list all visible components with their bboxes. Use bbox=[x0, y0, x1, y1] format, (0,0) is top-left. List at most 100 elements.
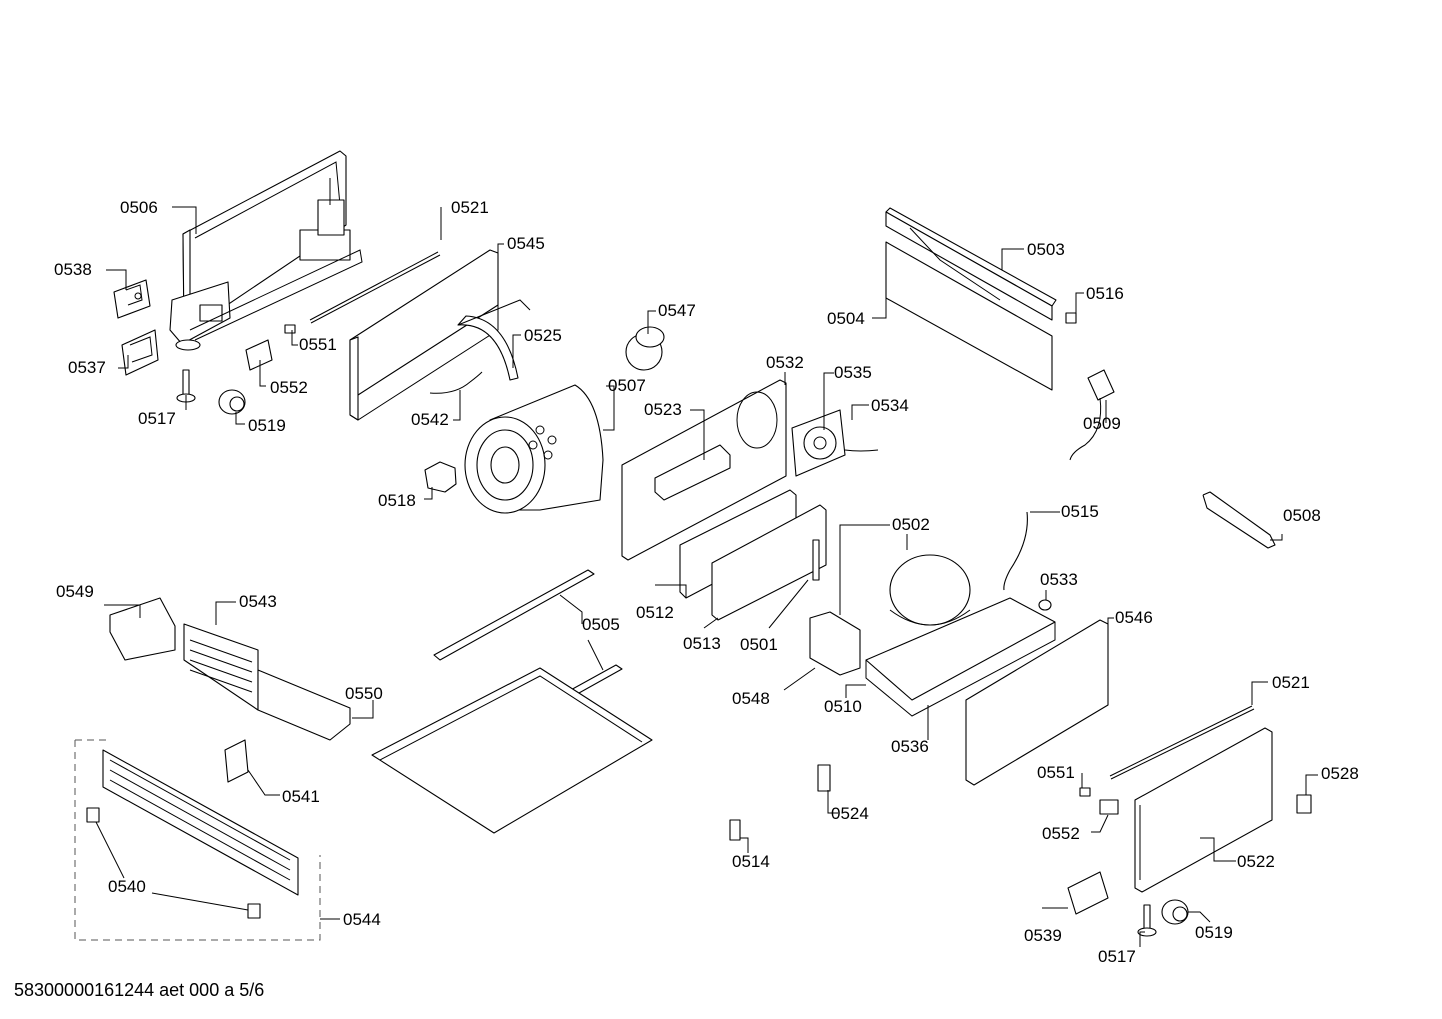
part-0547-cylinder bbox=[625, 326, 665, 371]
label-0540: 0540 bbox=[108, 877, 146, 896]
label-0552-top: 0552 bbox=[270, 378, 308, 397]
label-0535: 0535 bbox=[834, 363, 872, 382]
part-0542-wire bbox=[429, 371, 483, 394]
label-0516: 0516 bbox=[1086, 284, 1124, 303]
label-0513: 0513 bbox=[683, 634, 721, 653]
part-0552-clip-left bbox=[245, 339, 273, 371]
part-0516-cap bbox=[1065, 312, 1077, 324]
part-0521-rod-top bbox=[309, 251, 441, 324]
label-0508: 0508 bbox=[1283, 506, 1321, 525]
part-0519-roller-right bbox=[1161, 899, 1189, 925]
part-0502-compressor bbox=[889, 554, 971, 626]
part-0544-front-grille bbox=[74, 739, 321, 941]
label-0549: 0549 bbox=[56, 582, 94, 601]
label-0509: 0509 bbox=[1083, 414, 1121, 433]
label-0548: 0548 bbox=[732, 689, 770, 708]
part-0528-clip bbox=[1296, 794, 1312, 814]
part-0521-rod-bottom bbox=[1109, 705, 1255, 780]
label-0537: 0537 bbox=[68, 358, 106, 377]
label-0536: 0536 bbox=[891, 737, 929, 756]
part-bottom-tray bbox=[371, 667, 653, 834]
label-0524: 0524 bbox=[831, 804, 869, 823]
part-0523-relay bbox=[654, 444, 731, 501]
part-0551-connector-left bbox=[284, 324, 296, 334]
label-0525: 0525 bbox=[524, 326, 562, 345]
part-0550-rail bbox=[257, 669, 351, 741]
part-0504-lower-panel bbox=[885, 241, 1053, 391]
label-0522: 0522 bbox=[1237, 852, 1275, 871]
part-0543-grille bbox=[183, 623, 259, 711]
part-0522-frame bbox=[1134, 727, 1273, 893]
part-0525-duct bbox=[457, 299, 531, 381]
part-0519-roller-left bbox=[218, 389, 246, 415]
document-id: 58300000161244 aet 000 a 5/6 bbox=[14, 980, 265, 1000]
label-0518: 0518 bbox=[378, 491, 416, 510]
label-0542: 0542 bbox=[411, 410, 449, 429]
label-0506: 0506 bbox=[120, 198, 158, 217]
label-0510: 0510 bbox=[824, 697, 862, 716]
part-0536-base-plate bbox=[865, 597, 1056, 717]
part-0509-power-cord bbox=[1069, 369, 1115, 461]
label-0504: 0504 bbox=[827, 309, 865, 328]
label-0544: 0544 bbox=[343, 910, 381, 929]
label-0533: 0533 bbox=[1040, 570, 1078, 589]
label-0501: 0501 bbox=[740, 635, 778, 654]
part-0545-panel bbox=[349, 249, 499, 421]
label-0543: 0543 bbox=[239, 592, 277, 611]
part-0535-fan bbox=[791, 409, 846, 477]
label-0538: 0538 bbox=[54, 260, 92, 279]
part-0518-gasket bbox=[424, 461, 457, 493]
part-0506-frame bbox=[169, 150, 363, 351]
part-0501-sensor bbox=[812, 539, 820, 581]
label-0534: 0534 bbox=[871, 396, 909, 415]
label-0550: 0550 bbox=[345, 684, 383, 703]
part-0538-bracket bbox=[113, 279, 151, 319]
part-0534-cable bbox=[844, 449, 879, 452]
part-0514-spring bbox=[729, 819, 741, 841]
label-0502: 0502 bbox=[892, 515, 930, 534]
label-0503: 0503 bbox=[1027, 240, 1065, 259]
part-0540-pad-b bbox=[247, 903, 261, 919]
part-0548-box bbox=[809, 611, 861, 676]
label-0532: 0532 bbox=[766, 353, 804, 372]
part-labels: 0506 0521 0545 0538 0537 0551 0552 0517 … bbox=[54, 198, 1359, 966]
label-0551-bottom: 0551 bbox=[1037, 763, 1075, 782]
part-0546-panel bbox=[965, 619, 1109, 786]
leader-lines bbox=[95, 206, 1318, 947]
label-0515: 0515 bbox=[1061, 502, 1099, 521]
label-0528: 0528 bbox=[1321, 764, 1359, 783]
label-0517-top: 0517 bbox=[138, 409, 176, 428]
label-0541: 0541 bbox=[282, 787, 320, 806]
part-0549-block bbox=[109, 597, 176, 661]
label-0523: 0523 bbox=[644, 400, 682, 419]
label-0519-top: 0519 bbox=[248, 416, 286, 435]
part-0508-bracket bbox=[1202, 491, 1276, 549]
label-0512: 0512 bbox=[636, 603, 674, 622]
part-0515-hose bbox=[1003, 511, 1028, 591]
label-0545: 0545 bbox=[507, 234, 545, 253]
part-0505-rail-top bbox=[433, 569, 595, 661]
label-0507: 0507 bbox=[608, 376, 646, 395]
label-0552-bottom: 0552 bbox=[1042, 824, 1080, 843]
label-0521-top: 0521 bbox=[451, 198, 489, 217]
part-0524-terminal bbox=[817, 764, 831, 792]
label-0517-bottom: 0517 bbox=[1098, 947, 1136, 966]
part-0533-grommet bbox=[1038, 599, 1052, 611]
part-0517-foot-right bbox=[1137, 904, 1157, 937]
part-0513-box bbox=[711, 504, 827, 621]
label-0546: 0546 bbox=[1115, 608, 1153, 627]
part-0540-pad-a bbox=[86, 807, 100, 823]
part-0552-clip-right bbox=[1099, 799, 1119, 815]
part-0507-fan-housing bbox=[464, 384, 604, 514]
label-0514: 0514 bbox=[732, 852, 770, 871]
label-0551-top: 0551 bbox=[299, 335, 337, 354]
part-0541-bracket bbox=[224, 739, 249, 783]
label-0539: 0539 bbox=[1024, 926, 1062, 945]
label-0521-bottom: 0521 bbox=[1272, 673, 1310, 692]
part-0537-bracket bbox=[121, 329, 159, 376]
label-0547: 0547 bbox=[658, 301, 696, 320]
label-0519-bottom: 0519 bbox=[1195, 923, 1233, 942]
part-0539-bracket bbox=[1067, 871, 1109, 915]
label-0505: 0505 bbox=[582, 615, 620, 634]
